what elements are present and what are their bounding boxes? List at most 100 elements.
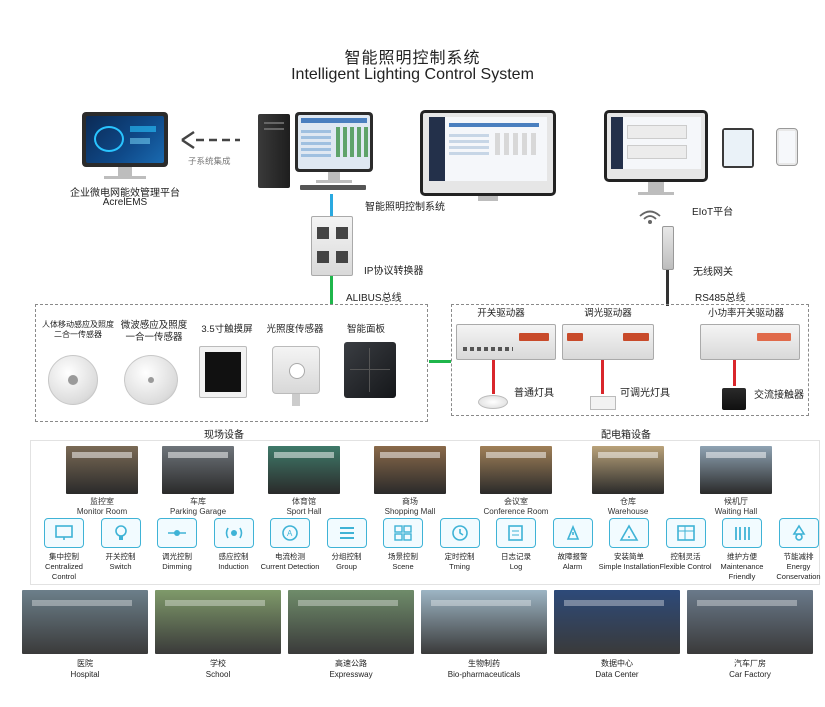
function-label-en: Energy Conservation <box>776 562 821 581</box>
application-image <box>554 590 680 654</box>
load-label: 普通灯具 <box>514 388 554 399</box>
application-highlight <box>165 600 265 606</box>
scene-label-zh: 车库 <box>190 497 206 506</box>
monitor-icon <box>55 525 73 540</box>
function-label-en: Current Detection <box>260 562 320 571</box>
function-label-zh: 维护方便 <box>727 552 757 561</box>
phone <box>776 128 798 166</box>
field-device-label: 微波感应及照度 一合一传感器 <box>120 320 188 343</box>
imac-right-stand <box>648 182 664 192</box>
scene-label-en: Shopping Mall <box>384 507 436 516</box>
pc-monitor-base <box>316 180 352 183</box>
scene-label-en: Parking Garage <box>169 507 227 516</box>
function-icon-box <box>778 518 819 548</box>
red-wire <box>601 360 604 394</box>
application-image <box>288 590 414 654</box>
ampere-icon: A <box>282 525 298 541</box>
function-label-zh: 集中控制 <box>49 552 79 561</box>
alibus-line <box>330 276 333 304</box>
function-icon-box <box>496 518 536 548</box>
system-label: 智能照明控制系统 <box>365 202 445 213</box>
cabinet-section-label: 配电箱设备 <box>601 430 651 441</box>
function-label-en: Scene <box>392 562 414 571</box>
ems-monitor-stand <box>118 167 132 177</box>
clock-icon <box>451 525 468 541</box>
scene-label-zh: 会议室 <box>504 497 528 506</box>
load-label: 可调光灯具 <box>620 388 670 399</box>
function-label-zh: 电流检测 <box>275 552 305 561</box>
scene-label-en: Waiting Hall <box>714 507 758 516</box>
driver-label: 开关驱动器 <box>477 308 525 319</box>
log-icon <box>508 525 523 541</box>
application-label-en: Hospital <box>70 670 100 679</box>
svg-text:A: A <box>287 529 293 538</box>
function-label-zh: 感应控制 <box>218 552 249 561</box>
function-icon-box <box>722 518 762 548</box>
cabinet-box <box>451 304 809 416</box>
scene-label-zh: 监控室 <box>90 497 114 506</box>
integration-arrow <box>181 130 240 150</box>
list-icon <box>339 527 354 539</box>
field-device-label: 人体移动感应及照度 二合一传感器 <box>42 320 114 339</box>
function-icon-box <box>552 518 593 548</box>
pc-monitor-stand <box>328 172 340 180</box>
scene-image <box>268 446 340 494</box>
application-highlight <box>32 600 132 606</box>
function-label-en: Maintenance Friendly <box>720 562 764 581</box>
function-label-zh: 故障报警 <box>557 552 588 561</box>
application-highlight <box>564 600 664 606</box>
ems-monitor-base <box>104 176 146 179</box>
scene-label-en: Conference Room <box>483 507 549 516</box>
function-label-en: Centralized Control <box>45 562 83 581</box>
function-label-en: Dimming <box>162 562 192 571</box>
tablet <box>722 128 754 168</box>
contactor <box>722 388 746 410</box>
light-sensor <box>272 346 320 394</box>
application-label-zh: 汽车厂房 <box>734 659 766 668</box>
imac-right <box>604 110 708 182</box>
scene-image <box>480 446 552 494</box>
driver-label: 小功率开关驱动器 <box>707 308 784 319</box>
grid-icon <box>394 525 412 541</box>
imac-right-base <box>638 192 674 195</box>
touch-screen <box>199 346 247 398</box>
ems-label-zh: 企业微电网能效管理平台 <box>70 188 180 199</box>
function-label-zh: 控制灵活 <box>670 552 701 561</box>
application-label-zh: 学校 <box>210 659 226 668</box>
eiot-label: EIoT平台 <box>692 207 734 218</box>
smart-panel <box>344 342 396 398</box>
scene-light <box>274 452 334 458</box>
function-label-zh: 开关控制 <box>105 552 136 561</box>
function-icon-box: A <box>270 518 310 548</box>
function-label-en: Switch <box>109 562 132 571</box>
function-icon-box <box>609 518 649 548</box>
ip-converter-label: IP协议转换器 <box>364 266 424 277</box>
light-sensor-stem <box>292 394 300 406</box>
scene-label-zh: 仓库 <box>620 497 636 506</box>
function-icon-box <box>326 518 367 548</box>
application-label-zh: 数据中心 <box>601 659 633 668</box>
function-icon-box <box>439 518 480 548</box>
application-image <box>421 590 547 654</box>
field-device-label: 光照度传感器 <box>266 324 324 335</box>
driver-label: 调光驱动器 <box>584 308 632 319</box>
title-zh: 智能照明控制系统 <box>344 50 481 67</box>
switch-driver <box>456 324 556 360</box>
scene-label-en: Warehouse <box>607 507 649 516</box>
bulb-icon <box>114 525 127 540</box>
recycle-icon <box>792 524 805 541</box>
scene-label-zh: 候机厅 <box>724 497 748 506</box>
function-label-zh: 分组控制 <box>331 552 362 561</box>
red-wire <box>492 360 495 394</box>
scenes-panel <box>30 440 820 585</box>
keyboard <box>300 185 366 190</box>
function-label-en: Group <box>336 562 357 571</box>
application-label-zh: 高速公路 <box>335 659 367 668</box>
application-image <box>687 590 813 654</box>
application-image <box>22 590 148 654</box>
application-highlight <box>298 600 398 606</box>
wifi-icon <box>639 210 661 224</box>
load-label: 交流接触器 <box>754 390 804 401</box>
scene-image <box>592 446 664 494</box>
function-label-zh: 场景控制 <box>388 552 418 561</box>
